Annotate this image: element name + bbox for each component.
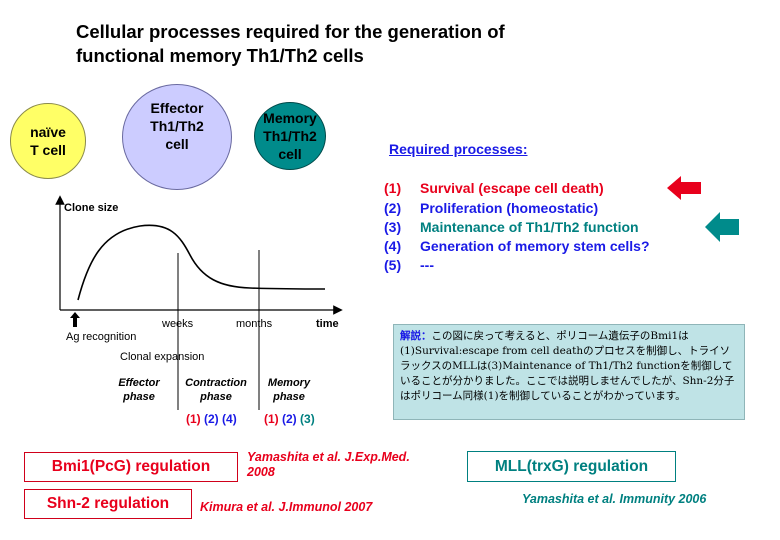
- contraction-num-1: (1): [186, 412, 201, 426]
- process-4: (4) Generation of memory stem cells?: [384, 238, 650, 254]
- memory-process-numbers: (1) (2) (3): [264, 412, 315, 426]
- contraction-num-4: (4): [222, 412, 237, 426]
- effector-label-3: cell: [165, 136, 189, 152]
- process-2-num: (2): [384, 200, 402, 216]
- note-label: 解説：: [400, 330, 432, 342]
- process-3: (3) Maintenance of Th1/Th2 function: [384, 219, 639, 235]
- process-1-text: Survival (escape cell death): [420, 180, 604, 196]
- explanation-note: 解説：この図に戻って考えると、ポリコーム遺伝子のBmi1は(1)Survival…: [393, 324, 745, 420]
- effector-label-1: Effector: [150, 100, 204, 116]
- required-processes-title: Required processes:: [389, 141, 528, 157]
- process-5-num: (5): [384, 257, 402, 273]
- bmi1-reference: Yamashita et al. J.Exp.Med. 2008: [247, 450, 410, 480]
- memory-num-2: (2): [282, 412, 297, 426]
- process-3-num: (3): [384, 219, 402, 235]
- shn2-reference: Kimura et al. J.Immunol 2007: [200, 500, 373, 514]
- page-title: Cellular processes required for the gene…: [76, 20, 505, 68]
- contraction-phase-line-2: phase: [200, 391, 232, 403]
- process-1-num: (1): [384, 180, 402, 196]
- memory-label-2: Th1/Th2: [263, 128, 317, 144]
- contraction-phase-line-1: Contraction: [185, 377, 247, 389]
- process-5-text: ---: [420, 257, 434, 273]
- effector-cell: Effector Th1/Th2 cell: [122, 84, 232, 190]
- x-axis-label: time: [316, 318, 339, 330]
- effector-phase-line-2: phase: [123, 391, 155, 403]
- naive-t-cell: naïve T cell: [10, 103, 86, 179]
- title-line-1: Cellular processes required for the gene…: [76, 21, 505, 42]
- process-2-text: Proliferation (homeostatic): [420, 200, 599, 216]
- process-3-text: Maintenance of Th1/Th2 function: [420, 219, 639, 235]
- ag-recognition-label: Ag recognition: [66, 331, 137, 343]
- tick-weeks: weeks: [162, 318, 194, 330]
- memory-phase-line-1: Memory: [267, 377, 311, 389]
- memory-num-3: (3): [300, 412, 315, 426]
- effector-phase-line-1: Effector: [118, 377, 160, 389]
- process-2: (2) Proliferation (homeostatic): [384, 200, 598, 216]
- memory-num-1: (1): [264, 412, 279, 426]
- y-axis-label: Clone size: [64, 202, 119, 214]
- effector-label-2: Th1/Th2: [150, 118, 204, 134]
- bmi1-reference-line-2: 2008: [247, 465, 275, 479]
- memory-label-1: Memory: [263, 110, 317, 126]
- process-1: (1) Survival (escape cell death): [384, 180, 604, 196]
- naive-label-1: naïve: [30, 124, 66, 140]
- bmi1-regulation-box: Bmi1(PcG) regulation: [24, 452, 238, 482]
- memory-cell: Memory Th1/Th2 cell: [254, 102, 326, 170]
- contraction-phase-label: Contraction phase: [180, 376, 252, 404]
- memory-label-3: cell: [278, 146, 302, 162]
- contraction-process-numbers: (1) (2) (4): [186, 412, 237, 426]
- effector-phase-label: Effector phase: [108, 376, 170, 404]
- shn2-regulation-box: Shn-2 regulation: [24, 489, 192, 519]
- mll-reference: Yamashita et al. Immunity 2006: [522, 492, 707, 506]
- naive-label-2: T cell: [30, 142, 66, 158]
- clone-size-curve: [77, 224, 326, 301]
- process-5: (5) ---: [384, 257, 434, 273]
- note-text: この図に戻って考えると、ポリコーム遺伝子のBmi1は(1)Survival:es…: [400, 330, 735, 402]
- mll-regulation-box: MLL(trxG) regulation: [467, 451, 676, 482]
- title-line-2: functional memory Th1/Th2 cells: [76, 45, 364, 66]
- memory-phase-label: Memory phase: [262, 376, 316, 404]
- maintenance-arrow-icon: [705, 212, 739, 242]
- bmi1-reference-line-1: Yamashita et al. J.Exp.Med.: [247, 450, 410, 464]
- memory-phase-line-2: phase: [273, 391, 305, 403]
- survival-arrow-icon: [667, 176, 701, 200]
- contraction-num-2: (2): [204, 412, 219, 426]
- tick-months: months: [236, 318, 273, 330]
- clonal-expansion-label: Clonal expansion: [120, 351, 205, 363]
- ag-recognition-arrow: [70, 312, 80, 327]
- process-4-num: (4): [384, 238, 402, 254]
- process-4-text: Generation of memory stem cells?: [420, 238, 650, 254]
